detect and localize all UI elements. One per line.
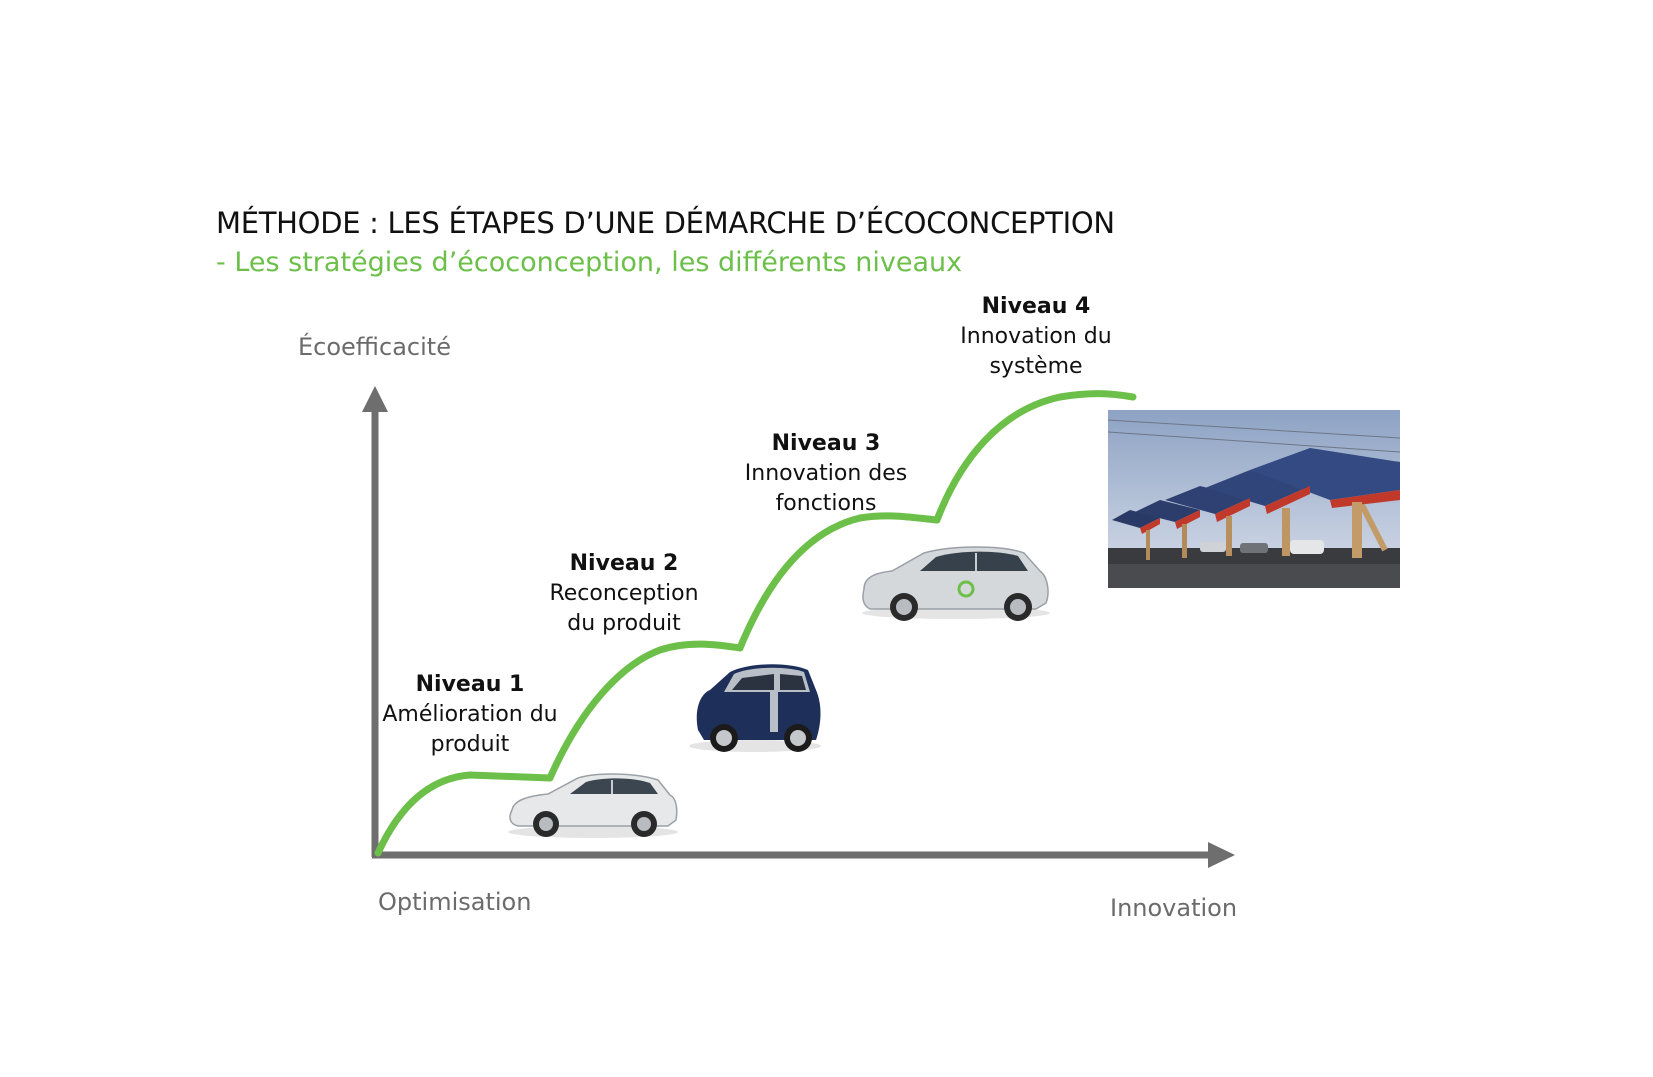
level-3-desc-line2: fonctions	[775, 491, 877, 516]
level-1-label: Niveau 1 Amélioration du produit	[382, 670, 557, 760]
x-axis-arrowhead	[1208, 842, 1235, 868]
level-2-desc-line1: Reconception	[549, 581, 699, 606]
hybrid-car-image	[508, 773, 678, 838]
x-axis-end-label: Innovation	[1110, 894, 1238, 922]
level-4-desc-line1: Innovation du	[960, 324, 1112, 349]
level-2-desc-line2: du produit	[567, 611, 681, 636]
level-1-desc-line2: produit	[430, 732, 510, 757]
slide-title: MÉTHODE : LES ÉTAPES D’UNE DÉMARCHE D’ÉC…	[216, 206, 1115, 240]
axes	[362, 386, 1235, 868]
electric-car-image	[862, 546, 1050, 621]
y-axis-label: Écoefficacité	[298, 333, 451, 361]
x-axis-origin-label: Optimisation	[378, 888, 532, 916]
level-3-desc-line1: Innovation des	[744, 461, 908, 486]
y-axis-arrowhead	[362, 386, 388, 412]
level-2-title: Niveau 2	[569, 551, 679, 576]
level-1-desc-line1: Amélioration du	[382, 702, 558, 727]
level-2-label: Niveau 2 Reconception du produit	[549, 549, 698, 639]
level-1-title: Niveau 1	[415, 672, 525, 697]
slide-subtitle: - Les stratégies d’écoconception, les di…	[216, 247, 963, 278]
solar-carport-photo	[1108, 410, 1400, 588]
level-4-desc-line2: système	[989, 354, 1083, 379]
eco-level-curve	[374, 390, 1137, 857]
level-4-label: Niveau 4 Innovation du système	[960, 292, 1111, 382]
level-4-title: Niveau 4	[981, 294, 1091, 319]
level-3-title: Niveau 3	[771, 431, 881, 456]
level-3-label: Niveau 3 Innovation des fonctions	[745, 429, 907, 519]
smart-car-image	[689, 664, 821, 752]
